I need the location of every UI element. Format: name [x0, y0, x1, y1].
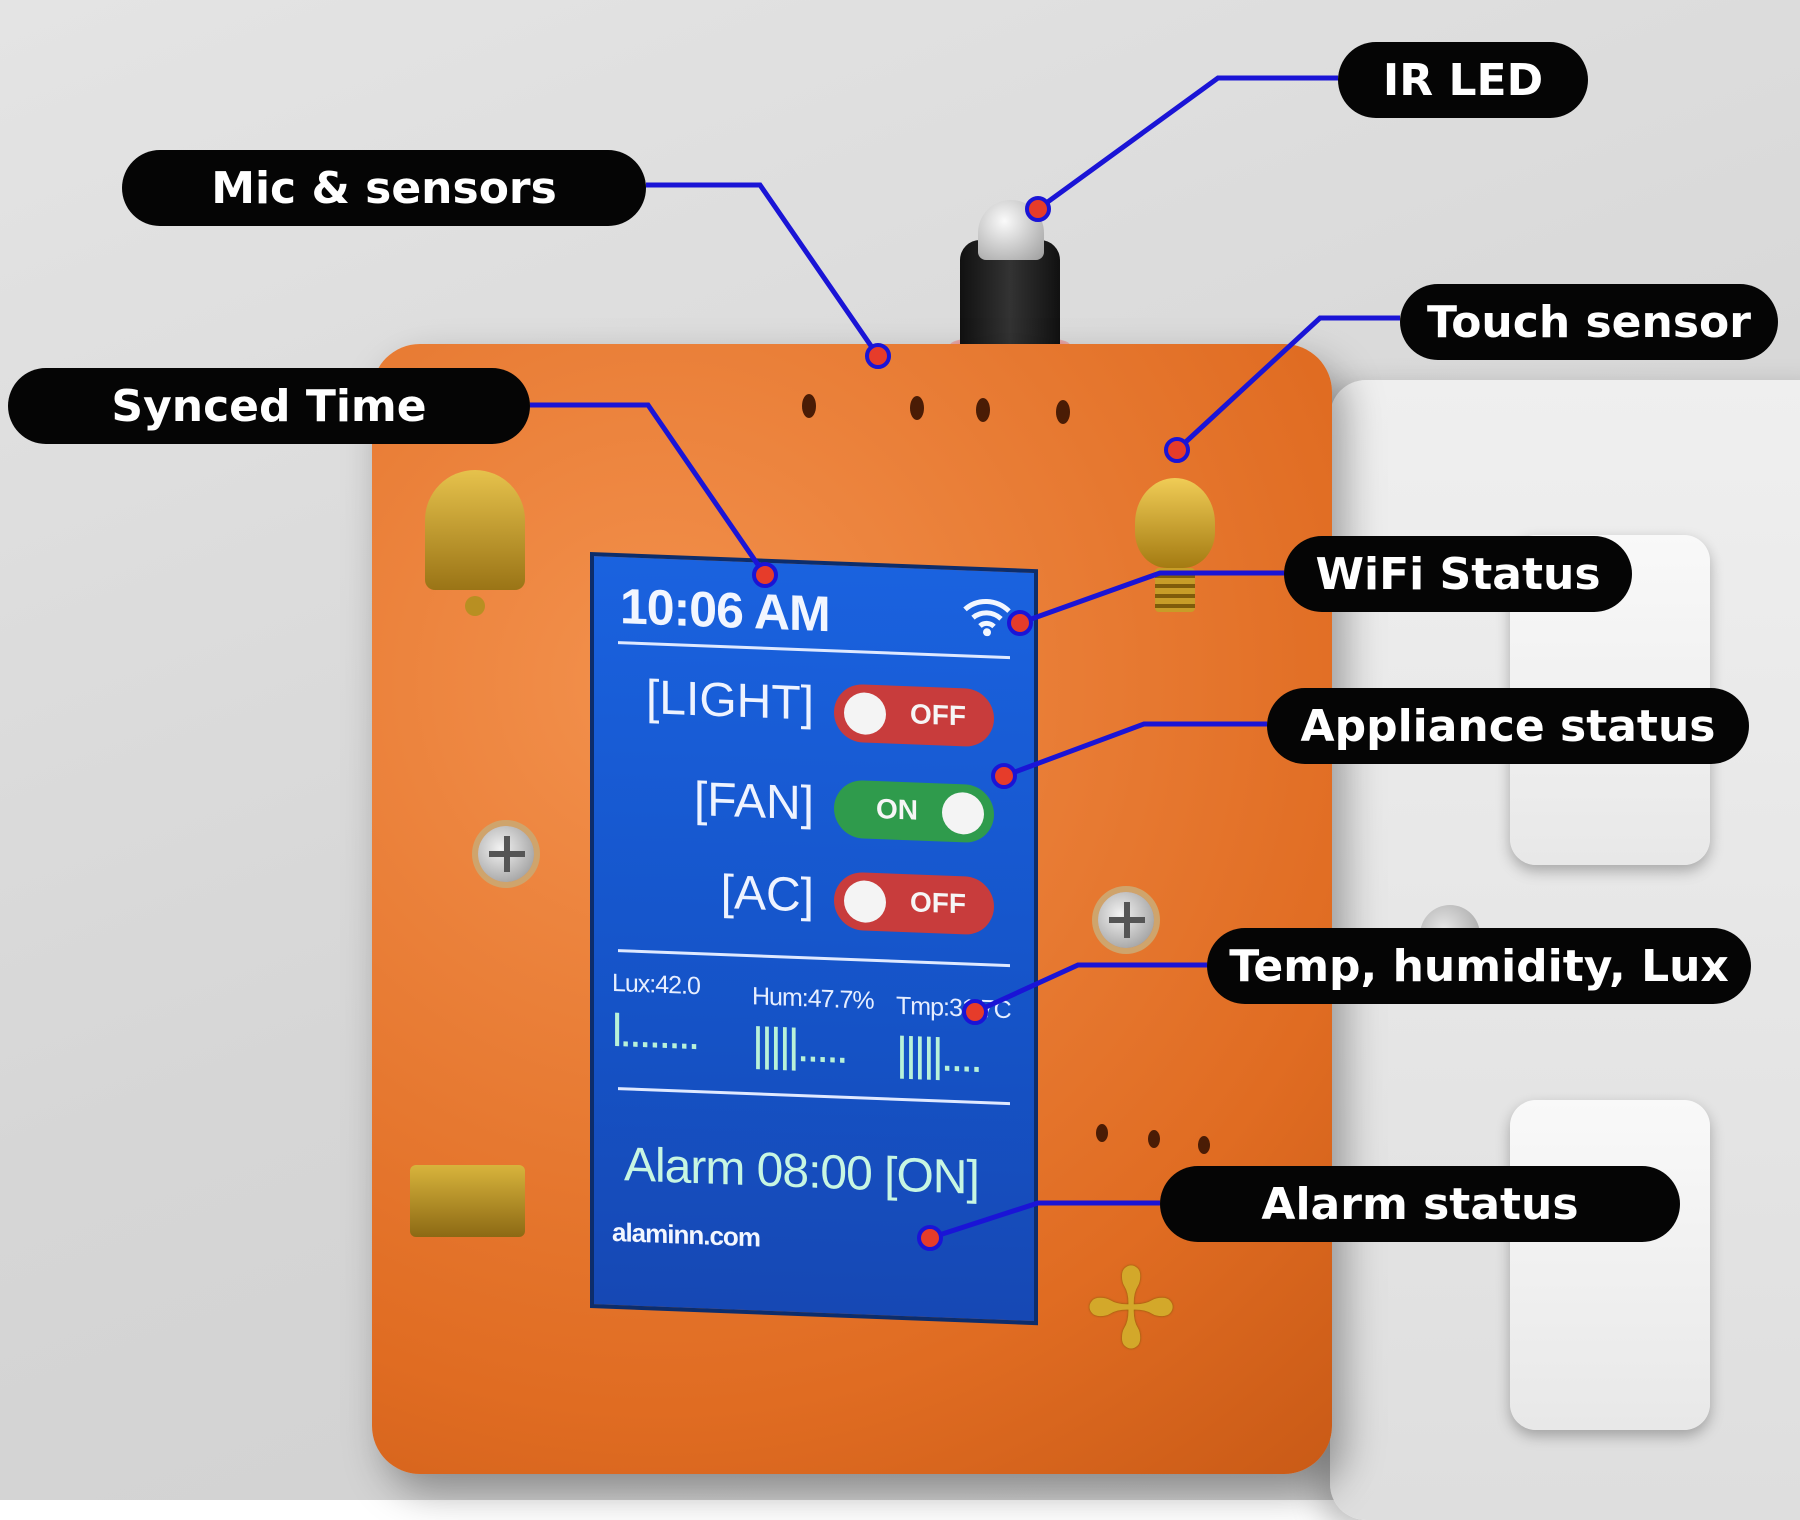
marker-ir-led: [1025, 196, 1051, 222]
leader-temp-humidity-lux: [973, 962, 1207, 1015]
screw: [1098, 892, 1154, 948]
bell-clapper-icon: [465, 596, 485, 616]
speaker-hole: [1096, 1124, 1108, 1142]
callout-touch-sensor: Touch sensor: [1400, 284, 1778, 360]
air-conditioner-icon[interactable]: [410, 1165, 525, 1237]
leader-appliance-status: [1003, 721, 1267, 779]
ceiling-fan-icon[interactable]: ✢: [1085, 1248, 1178, 1371]
marker-wifi-status: [1007, 610, 1033, 636]
leader-touch-sensor: [1175, 315, 1400, 452]
callout-synced-time: Synced Time: [8, 368, 530, 444]
speaker-hole: [1148, 1130, 1160, 1148]
leader-synced-time: [530, 402, 768, 577]
marker-mic-sensors: [865, 343, 891, 369]
sensor-hole: [910, 396, 924, 420]
leader-ir-led: [1036, 75, 1338, 212]
sensor-hole: [976, 398, 990, 422]
marker-appliance-status: [991, 763, 1017, 789]
wifi-icon-svg: [963, 598, 1011, 637]
lightbulb-icon[interactable]: [1135, 478, 1215, 568]
leader-mic-sensors: [646, 182, 881, 358]
bell-icon[interactable]: [425, 470, 525, 590]
marker-touch-sensor: [1164, 437, 1190, 463]
mic-hole: [802, 394, 816, 418]
leader-wifi-status: [1019, 570, 1284, 626]
callout-ir-led: IR LED: [1338, 42, 1588, 118]
marker-synced-time: [752, 562, 778, 588]
wifi-icon: [962, 595, 1012, 647]
callout-appliance-status: Appliance status: [1267, 688, 1749, 764]
callout-wifi-status: WiFi Status: [1284, 536, 1632, 612]
lcd-screen: 10:06 AM [LIGHT] OFF [FAN] ON [AC] OFF L: [590, 552, 1038, 1326]
marker-temp-humidity-lux: [962, 999, 988, 1025]
speaker-hole: [1198, 1136, 1210, 1154]
callout-alarm-status: Alarm status: [1160, 1166, 1680, 1242]
marker-alarm-status: [917, 1225, 943, 1251]
screw: [478, 826, 534, 882]
leader-alarm-status: [929, 1200, 1160, 1241]
sensor-hole: [1056, 400, 1070, 424]
wall-switch-bottom: [1510, 1100, 1710, 1430]
callout-mic-sensors: Mic & sensors: [122, 150, 646, 226]
callout-temp-humidity-lux: Temp, humidity, Lux: [1207, 928, 1751, 1004]
